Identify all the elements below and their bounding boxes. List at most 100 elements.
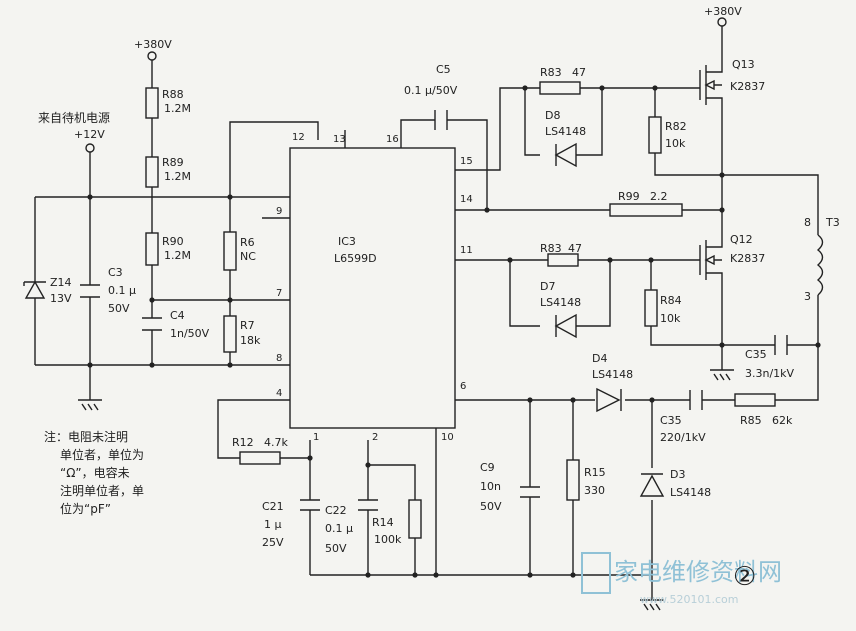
svg-text:D3: D3 [670,468,685,481]
terminal-380v-right [717,17,727,27]
svg-text:10k: 10k [665,137,686,150]
svg-text:18k: 18k [240,334,261,347]
svg-text:R6: R6 [240,236,255,249]
ic-ref: IC3 [338,235,356,248]
svg-text:Q13: Q13 [732,58,755,71]
svg-text:2.2: 2.2 [650,190,668,203]
svg-text:R84: R84 [660,294,682,307]
pin-2: 2 [372,432,378,443]
svg-text:NC: NC [240,250,256,263]
terminal-380v-left [147,51,157,61]
resistor-r83-top: R83 47 [539,66,586,95]
mosfet-q12: Q12 K2837 [699,233,765,280]
svg-text:LS4148: LS4148 [670,486,711,499]
svg-text:C21: C21 [262,500,284,513]
svg-text:T3: T3 [825,216,840,229]
svg-text:注明单位者，单: 注明单位者，单 [60,483,144,498]
capacitor-c9: C9 10n 50V [480,461,540,513]
svg-text:LS4148: LS4148 [540,296,581,309]
capacitor-c3: C3 0.1 μ 50V [80,266,136,315]
svg-text:62k: 62k [772,414,793,427]
svg-text:R15: R15 [584,466,606,479]
svg-text:220/1kV: 220/1kV [660,431,706,444]
svg-text:www.520101.com: www.520101.com [640,593,738,606]
supply-terminals: +380V +380V +12V 来自待机电源 [38,5,742,153]
svg-text:R12: R12 [232,436,254,449]
svg-text:家电维修资料网: 家电维修资料网 [614,558,782,586]
resistor-r83-mid: R83 47 [540,242,582,267]
pin-8: 8 [276,353,282,364]
svg-text:0.1 μ/50V: 0.1 μ/50V [404,84,458,97]
svg-text:100k: 100k [374,533,402,546]
svg-text:C35: C35 [745,348,767,361]
svg-text:8: 8 [804,216,811,229]
pin-9: 9 [276,206,282,217]
svg-text:4.7k: 4.7k [264,436,288,449]
svg-text:R83: R83 [540,66,562,79]
capacitor-c22: C22 0.1 μ 50V [325,499,378,555]
svg-text:R7: R7 [240,319,255,332]
units-note: 注：电阻未注明 单位者，单位为 “Ω”，电容未 注明单位者，单 位为“pF” [44,429,144,516]
resistor-r14: R14 100k [372,499,422,546]
diode-d8: D8 LS4148 [545,109,586,168]
supply-380v-right-label: +380V [704,5,742,18]
pin-15: 15 [460,156,473,167]
resistor-r82: R82 10k [648,116,687,154]
svg-text:330: 330 [584,484,605,497]
svg-text:D8: D8 [545,109,560,122]
svg-text:1n/50V: 1n/50V [170,327,210,340]
svg-text:R83: R83 [540,242,562,255]
svg-text:R14: R14 [372,516,394,529]
svg-text:3: 3 [804,290,811,303]
svg-text:50V: 50V [325,542,347,555]
svg-text:K2837: K2837 [730,252,765,265]
svg-text:C22: C22 [325,504,347,517]
diode-d4: D4 LS4148 [592,352,633,413]
svg-text:D4: D4 [592,352,607,365]
pin-6: 6 [460,381,466,392]
svg-text:R85: R85 [740,414,762,427]
terminal-12v [85,143,95,153]
svg-text:R88: R88 [162,88,184,101]
svg-text:LS4148: LS4148 [592,368,633,381]
pin-7: 7 [276,288,282,299]
resistor-r15: R15 330 [566,459,606,501]
svg-text:R99: R99 [618,190,640,203]
svg-text:25V: 25V [262,536,284,549]
svg-text:50V: 50V [480,500,502,513]
pin-4: 4 [276,388,282,399]
svg-text:0.1 μ: 0.1 μ [108,284,136,297]
capacitor-c35-220: C35 220/1kV [660,390,706,444]
svg-text:1 μ: 1 μ [264,518,282,531]
capacitor-c21: C21 1 μ 25V [262,499,320,549]
resistor-r12: R12 4.7k [232,436,288,465]
svg-text:D7: D7 [540,280,555,293]
watermark: 家电维修资料网 www.520101.com [581,552,782,606]
supply-380v-left-label: +380V [134,38,172,51]
figure-number: ② [733,562,756,592]
svg-text:注：电阻未注明: 注：电阻未注明 [44,429,128,444]
svg-text:1.2M: 1.2M [164,249,191,262]
ground-symbol [710,369,734,381]
pin-16: 16 [386,134,399,145]
pin-13: 13 [333,134,346,145]
svg-text:3.3n/1kV: 3.3n/1kV [745,367,795,380]
svg-text:单位者，单位为: 单位者，单位为 [60,447,144,462]
mosfet-q13: Q13 K2837 [699,55,765,105]
svg-text:Q12: Q12 [730,233,753,246]
svg-text:13V: 13V [50,292,72,305]
svg-text:50V: 50V [108,302,130,315]
pin-11: 11 [460,245,473,256]
svg-text:R89: R89 [162,156,184,169]
pin-10: 10 [441,432,454,443]
resistor-r90: R90 1.2M [145,232,191,266]
junction-dots [87,85,821,578]
svg-text:K2837: K2837 [730,80,765,93]
transformer-t3: T3 8 3 [804,216,840,303]
svg-text:47: 47 [568,242,582,255]
svg-text:10n: 10n [480,480,501,493]
resistor-r84: R84 10k [644,289,682,327]
book-icon [581,552,611,594]
zener-z14: Z14 13V [23,276,72,305]
